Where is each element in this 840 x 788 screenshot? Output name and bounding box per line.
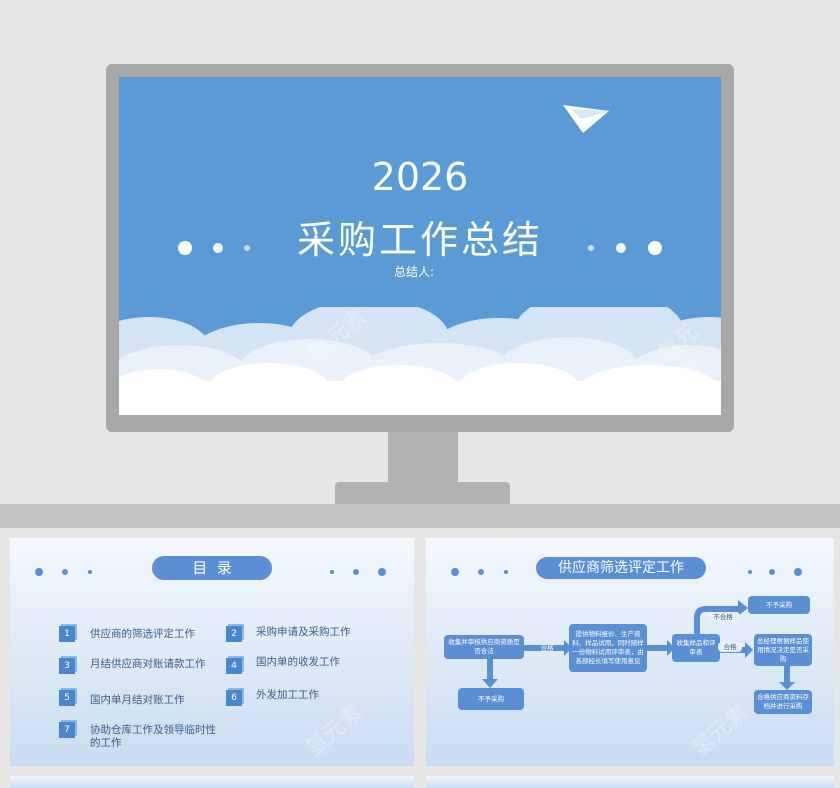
- deco-dot: [62, 569, 68, 575]
- toc-slide[interactable]: 目 录 1 供应商的筛选评定工作 2 采购申请及采购工作 3 月结供应商对账请款…: [10, 538, 414, 766]
- flow-label-pass: 合格: [718, 642, 742, 652]
- paper-plane-icon: [563, 105, 609, 133]
- flow-heading: 供应商筛选评定工作: [536, 557, 706, 579]
- toc-item[interactable]: 外发加工工作: [256, 689, 319, 701]
- deco-dot: [794, 568, 802, 576]
- toc-number: 4: [226, 658, 242, 674]
- toc-number: 6: [226, 690, 242, 706]
- deco-dot: [378, 568, 386, 576]
- deco-dot: [648, 241, 662, 255]
- cover-title: 采购工作总结: [296, 218, 543, 262]
- deco-dot: [504, 570, 508, 574]
- monitor-neck: [388, 432, 458, 482]
- desk-shelf: [0, 504, 840, 528]
- cover-year: 2026: [371, 155, 469, 199]
- deco-dot: [178, 241, 192, 255]
- watermark: 氢元素: [301, 700, 368, 762]
- toc-number: 2: [226, 626, 242, 642]
- deco-dot: [330, 570, 334, 574]
- deco-dot: [769, 569, 775, 575]
- toc-item[interactable]: 国内单月结对账工作: [90, 694, 185, 706]
- toc-item[interactable]: 协助仓库工作及领导临时性的工作: [90, 724, 216, 749]
- flow-label-fail: 不合格: [706, 612, 740, 622]
- deco-dot: [213, 243, 223, 253]
- flow-slide[interactable]: 供应商筛选评定工作 收集并审核供应商资质是否合法 不予采购 合格 提供物料报价、…: [426, 538, 834, 766]
- deco-dot: [748, 570, 752, 574]
- toc-number: 5: [59, 690, 75, 706]
- deco-dot: [451, 568, 459, 576]
- next-slide-right[interactable]: [426, 776, 834, 788]
- toc-item[interactable]: 国内单的收发工作: [256, 656, 340, 668]
- monitor-base: [335, 482, 510, 504]
- flow-box-reject: 不予采购: [748, 596, 810, 614]
- cover-slide[interactable]: 2026 采购工作总结 总结人: 氢元素: [119, 77, 721, 415]
- toc-number: 7: [59, 722, 75, 738]
- flow-box-archive: 合格供应商资料存档并进行采购: [754, 690, 812, 714]
- cover-author: 总结人:: [394, 265, 435, 279]
- toc-heading: 目 录: [152, 556, 272, 580]
- deco-dot: [616, 243, 626, 253]
- toc-item[interactable]: 采购申请及采购工作: [256, 626, 351, 638]
- toc-item[interactable]: 供应商的筛选评定工作: [90, 628, 195, 640]
- deco-dot: [88, 570, 92, 574]
- next-slide-left[interactable]: [10, 776, 414, 788]
- toc-number: 1: [59, 626, 75, 642]
- toc-number: 3: [59, 658, 75, 674]
- flow-box-manager: 总经理根据样品使用情况决定是否采购: [754, 634, 812, 666]
- deco-dot: [244, 245, 250, 251]
- deco-dot: [353, 569, 359, 575]
- clouds-illustration: [119, 307, 721, 415]
- deco-dot: [478, 569, 484, 575]
- flow-box-sample: 收集样品和评审表: [672, 634, 720, 662]
- flow-box-collect: 收集并审核供应商资质是否合法: [444, 635, 524, 659]
- flow-label-pass: 合格: [540, 643, 554, 652]
- deco-dot: [588, 245, 594, 251]
- toc-item[interactable]: 月结供应商对账请款工作: [90, 658, 206, 670]
- deco-dot: [35, 568, 43, 576]
- flow-box-provide: 提供物料报价、生产资料、样品试用，同时随样一份物料试用评审表，由各部经长填写使用…: [569, 624, 647, 672]
- flow-box-reject: 不予采购: [458, 688, 524, 710]
